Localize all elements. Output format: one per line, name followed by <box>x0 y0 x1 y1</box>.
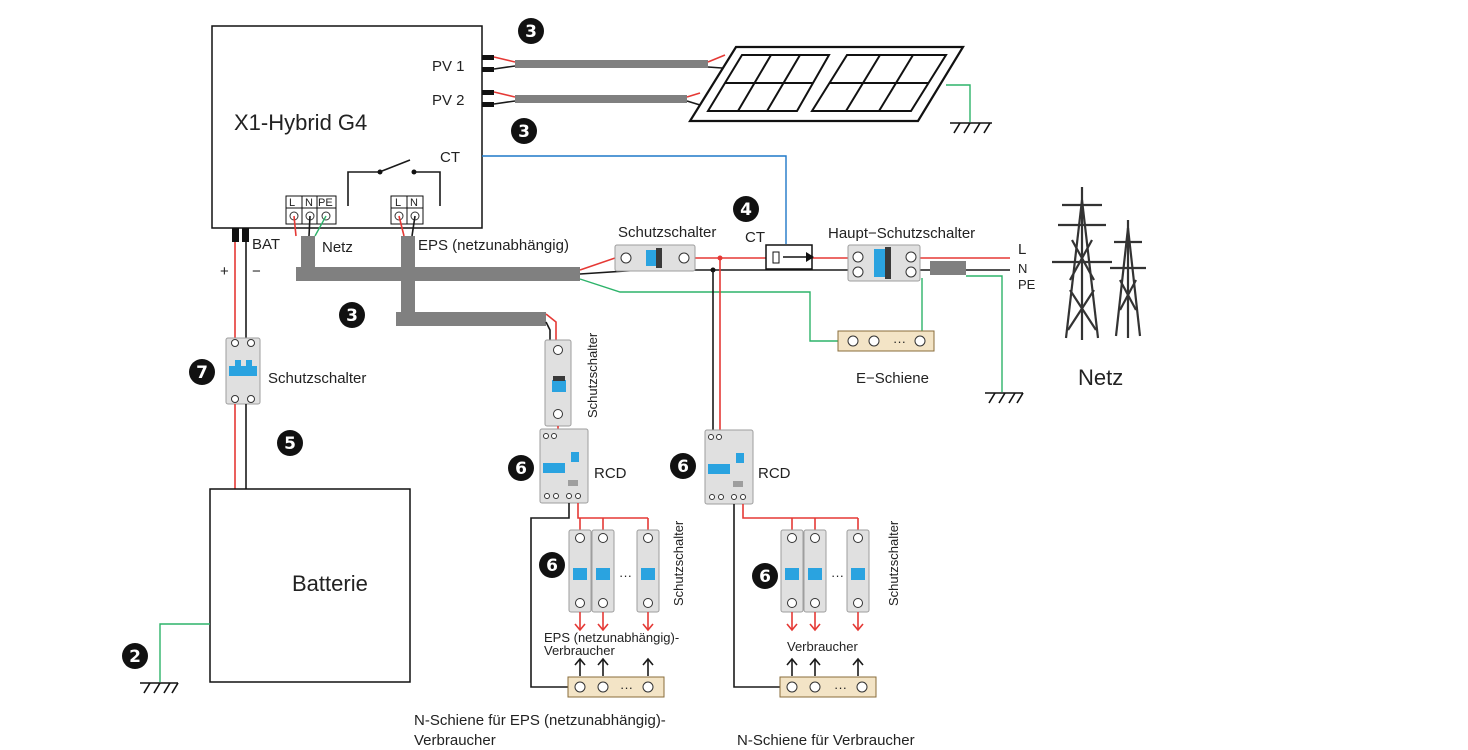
breaker-icon <box>803 529 827 613</box>
eps-loads-line1: EPS (netzunabhängig)- <box>544 630 679 645</box>
n-bus-eps-dots: ··· <box>620 680 633 695</box>
inverter: X1-Hybrid G4 PV 1 PV 2 CT L N PE <box>211 25 569 280</box>
inverter-name: X1-Hybrid G4 <box>234 110 367 135</box>
svg-text:3: 3 <box>525 22 537 42</box>
power-tower-icon <box>1052 187 1146 340</box>
earth-bus-bar: ··· <box>837 330 935 352</box>
marker-6-eps-rcd: 6 <box>508 455 534 481</box>
grid-N-label: N <box>1018 261 1027 276</box>
n-bus-eps: ··· <box>567 676 665 698</box>
svg-text:4: 4 <box>740 200 752 220</box>
n-bus-loads: ··· <box>779 676 877 698</box>
loads-breaker-dots: ··· <box>831 568 844 583</box>
rcd-label-loads: RCD <box>758 465 791 482</box>
e-bus-dots: ··· <box>893 334 906 349</box>
svg-text:3: 3 <box>346 306 358 326</box>
earth-ground-icon <box>985 392 1024 404</box>
marker-4: 4 <box>733 196 759 222</box>
grid-PE-label: PE <box>1018 277 1036 292</box>
marker-7: 7 <box>189 359 215 385</box>
main-breaker <box>847 244 921 282</box>
svg-text:3: 3 <box>518 122 530 142</box>
marker-5: 5 <box>277 430 303 456</box>
svg-text:5: 5 <box>284 434 296 454</box>
ct-clamp-icon <box>765 244 814 270</box>
loads-label: Verbraucher <box>787 639 858 654</box>
earth-ground-icon <box>950 122 992 134</box>
breaker-icon <box>614 244 696 272</box>
ac-cable-tree <box>296 236 580 326</box>
eps-loads-line2: Verbraucher <box>544 643 615 658</box>
breaker-icon <box>568 529 592 613</box>
rcd-label-eps: RCD <box>594 465 627 482</box>
n-bus-loads-label: N-Schiene für Verbraucher <box>737 732 915 749</box>
pv2-label: PV 2 <box>432 92 465 109</box>
marker-6-eps-breakers: 6 <box>539 552 565 578</box>
breaker-icon <box>846 529 870 613</box>
marker-3-cable: 3 <box>339 302 365 328</box>
eps-term-N: N <box>410 197 418 209</box>
marker-6-loads-rcd: 6 <box>670 453 696 479</box>
eps-term-L: L <box>395 197 401 209</box>
grid-term-L: L <box>289 197 295 209</box>
ct-port-label: CT <box>440 149 460 166</box>
grid-L-label: L <box>1018 241 1026 258</box>
pv-cables <box>482 54 726 107</box>
n-bus-eps-line1: N-Schiene für EPS (netzunabhängig)- <box>414 712 666 729</box>
inverter-box <box>211 25 483 229</box>
e-bus-label: E−Schiene <box>856 370 929 387</box>
breaker-icon <box>591 529 615 613</box>
eps-branch-breaker-label: Schutzschalter <box>585 332 600 418</box>
svg-text:7: 7 <box>196 363 208 383</box>
switch-icon <box>347 159 441 206</box>
load-arrows <box>786 612 864 676</box>
battery-label: Batterie <box>292 571 368 596</box>
grid-label: Netz <box>1078 365 1123 390</box>
marker-2: 2 <box>122 643 148 669</box>
bat-minus: − <box>252 263 261 280</box>
grid-terminal-block: L N PE <box>285 195 337 225</box>
svg-text:6: 6 <box>759 567 771 587</box>
breaker-icon <box>636 529 660 613</box>
pv1-label: PV 1 <box>432 58 465 75</box>
main-breaker-label: Haupt−Schutzschalter <box>828 225 975 242</box>
rcd-icon <box>704 429 754 505</box>
grid-term-PE: PE <box>318 197 333 209</box>
eps-port-label: EPS (netzunabhängig) <box>418 237 569 254</box>
eps-load-arrows <box>574 612 654 676</box>
svg-text:2: 2 <box>129 647 141 667</box>
loads-sub-breaker-label: Schutzschalter <box>886 520 901 606</box>
bat-plus: + <box>220 263 229 280</box>
breaker-icon <box>225 337 261 405</box>
eps-sub-breaker-label: Schutzschalter <box>671 520 686 606</box>
battery-box <box>209 488 411 683</box>
grid-port-label: Netz <box>322 239 353 256</box>
svg-text:6: 6 <box>677 457 689 477</box>
battery-breaker-label: Schutzschalter <box>268 370 366 387</box>
svg-text:6: 6 <box>546 556 558 576</box>
n-bus-loads-dots: ··· <box>834 680 847 695</box>
earth-ground-icon <box>140 682 179 694</box>
eps-breaker-dots: ··· <box>619 568 632 583</box>
eps-terminal-block: L N <box>390 195 424 225</box>
marker-6-load-breakers: 6 <box>752 563 778 589</box>
rcd-icon <box>539 428 589 504</box>
breaker-icon <box>544 339 572 427</box>
breaker-icon <box>780 529 804 613</box>
bat-label: BAT <box>252 236 280 253</box>
marker-3-top: 3 <box>518 18 544 44</box>
solar-panel-icon <box>688 45 965 123</box>
grid-term-N: N <box>305 197 313 209</box>
eps-breaker-label: Schutzschalter <box>618 224 716 241</box>
svg-text:6: 6 <box>515 459 527 479</box>
marker-3-mid: 3 <box>511 118 537 144</box>
n-bus-eps-line2: Verbraucher <box>414 732 496 749</box>
ct-label: CT <box>745 229 765 246</box>
